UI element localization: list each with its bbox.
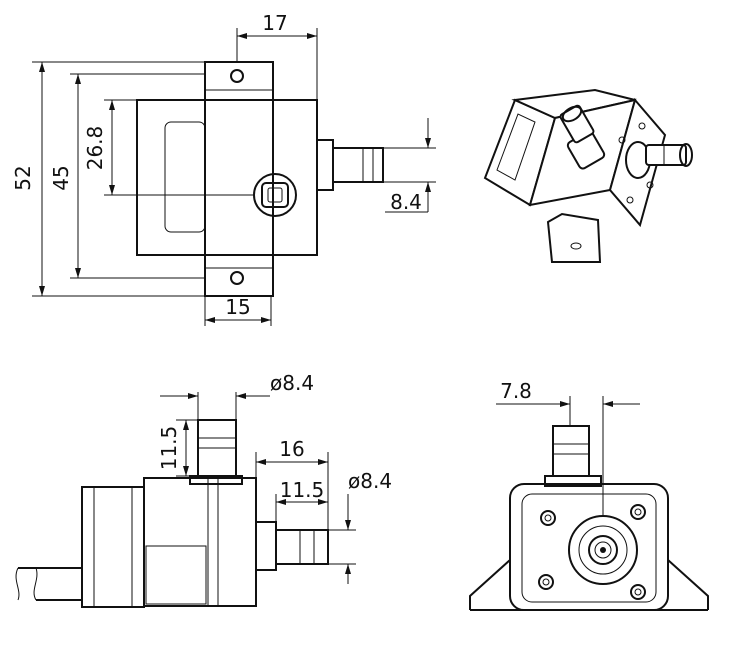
- power-cable: [18, 567, 82, 601]
- end-hole-top-left-icon: [540, 510, 556, 526]
- dim-8-4-label: 8.4: [390, 190, 422, 214]
- dim-17-label: 17: [262, 11, 287, 35]
- dim-top-nozzle-length-label: 11.5: [157, 426, 181, 471]
- end-top-nozzle: [552, 425, 590, 477]
- end-hole-top-right-icon: [630, 504, 646, 520]
- end-view: 7.8: [469, 379, 709, 611]
- dim-top-dia-label: ø8.4: [270, 371, 314, 395]
- iso-side-face: [608, 97, 667, 228]
- end-hole-bottom-left-icon: [538, 574, 554, 590]
- dim-15-label: 15: [225, 295, 250, 319]
- bottom-bracket-hole-icon: [230, 271, 244, 285]
- end-view-body: [509, 483, 669, 611]
- top-view-outlet-nozzle: [332, 147, 384, 183]
- iso-side-nozzle: [645, 144, 687, 166]
- dim-45-label: 45: [49, 165, 73, 190]
- front-motor-housing: [81, 486, 145, 608]
- iso-top-nozzle: [559, 104, 595, 144]
- top-bracket-hole-icon: [230, 69, 244, 83]
- top-view-body: [136, 99, 318, 256]
- front-pump-body: [143, 477, 257, 607]
- iso-bracket: [546, 212, 602, 263]
- dim-26-8-label: 26.8: [83, 126, 107, 171]
- inlet-port-icon: [253, 173, 297, 217]
- dim-side-dia-label: ø8.4: [348, 469, 392, 493]
- front-view: ø8.4 11.5 16 11.5 ø8.4: [15, 371, 392, 608]
- dim-7-8-label: 7.8: [500, 379, 532, 403]
- front-side-nozzle: [275, 529, 329, 565]
- top-view-outlet-base: [316, 139, 334, 191]
- end-hole-bottom-right-icon: [630, 584, 646, 600]
- top-view-recess: [164, 121, 206, 233]
- isometric-view: [483, 88, 693, 263]
- dim-side-nozzle-length-label: 11.5: [280, 478, 325, 502]
- top-view-bracket: [204, 61, 274, 297]
- top-view: 17 52 45 26.8 8.4: [11, 11, 436, 326]
- dim-52-label: 52: [11, 165, 35, 190]
- dim-16-label: 16: [279, 437, 304, 461]
